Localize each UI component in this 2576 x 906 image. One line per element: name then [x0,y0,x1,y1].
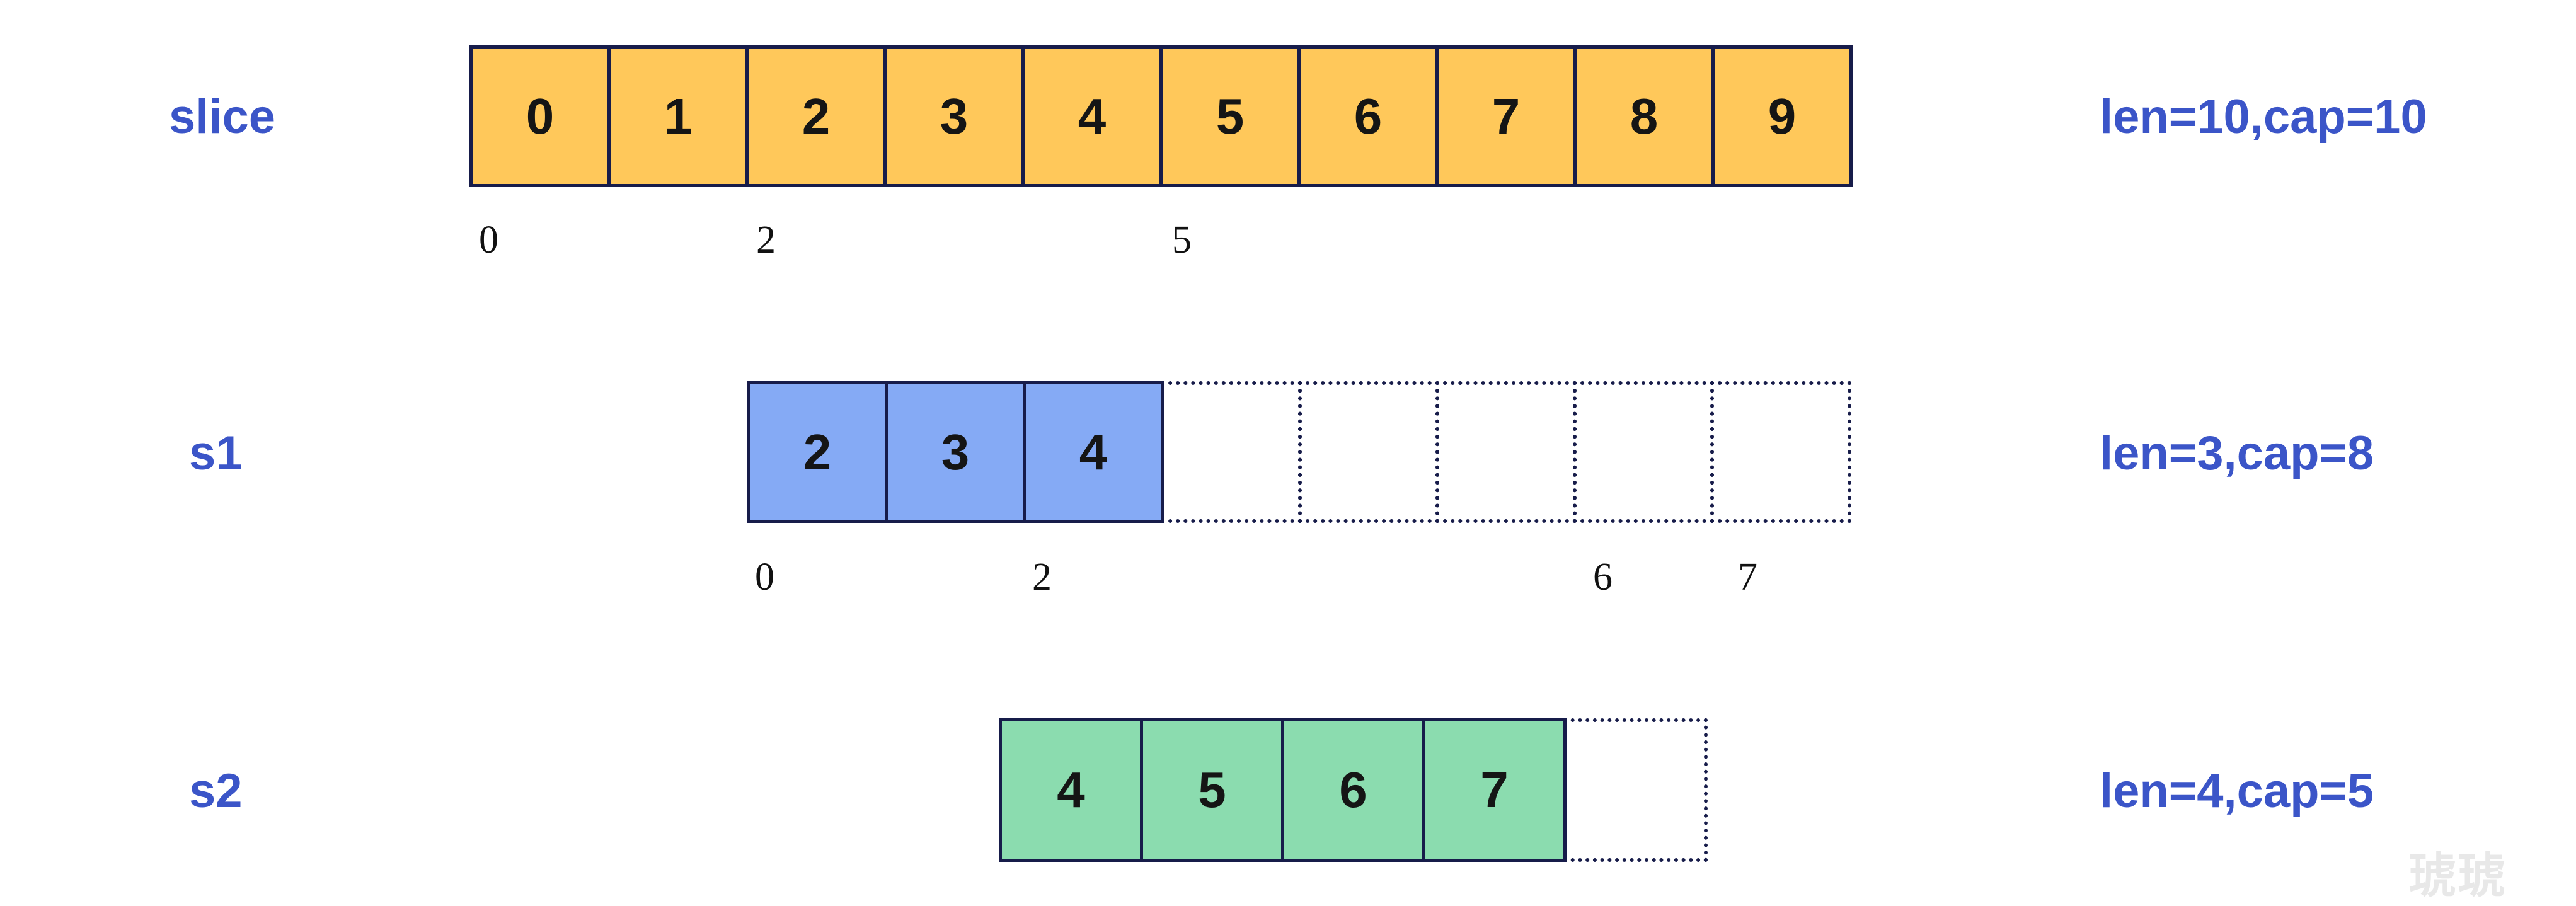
s1-index-tick: 7 [1738,556,1757,599]
s1-cell-unused[interactable] [1573,381,1714,523]
slice-cell[interactable]: 7 [1435,45,1577,187]
s2-cell[interactable]: 4 [999,718,1143,862]
s1-cell[interactable]: 2 [747,381,888,523]
slice-cell[interactable]: 8 [1573,45,1715,187]
watermark: 琥琥 [2408,847,2507,903]
slice-index-tick: 2 [756,219,776,261]
s2-cell-unused[interactable] [1563,718,1708,862]
s1-cell-unused[interactable] [1710,381,1851,523]
slice-index-tick: 0 [479,219,498,261]
s1-cell[interactable]: 3 [885,381,1026,523]
s1-cell[interactable]: 4 [1023,381,1164,523]
slice-cell[interactable]: 3 [883,45,1025,187]
s1-cell-unused[interactable] [1298,381,1439,523]
slice-cell[interactable]: 9 [1711,45,1853,187]
s2-cell[interactable]: 6 [1281,718,1425,862]
s1-index-tick: 6 [1593,556,1613,599]
row-label-s1: s1 [189,427,243,480]
slice-cell[interactable]: 1 [607,45,749,187]
s1-cell-unused[interactable] [1435,381,1577,523]
slice-cell[interactable]: 0 [469,45,611,187]
slice-cell[interactable]: 4 [1021,45,1163,187]
s1-index-tick: 2 [1032,556,1052,599]
s1-cell-unused[interactable] [1161,381,1302,523]
slice-cell[interactable]: 5 [1159,45,1301,187]
s2-lencap-label: len=4,cap=5 [2100,764,2374,818]
s1-lencap-label: len=3,cap=8 [2100,427,2374,480]
s2-strip: 4 5 6 7 [999,718,1714,862]
s2-cell[interactable]: 7 [1422,718,1567,862]
slice-lencap-label: len=10,cap=10 [2100,90,2427,144]
row-label-s2: s2 [189,764,243,818]
slice-cell[interactable]: 2 [745,45,887,187]
s2-cell[interactable]: 5 [1140,718,1284,862]
row-label-slice: slice [169,90,276,144]
slice-strip: 0 1 2 3 4 5 6 7 8 9 [469,45,1853,187]
s1-index-tick: 0 [755,556,774,599]
slice-cell[interactable]: 6 [1297,45,1439,187]
s1-strip: 2 3 4 [747,381,1865,523]
slice-index-tick: 5 [1172,219,1192,261]
